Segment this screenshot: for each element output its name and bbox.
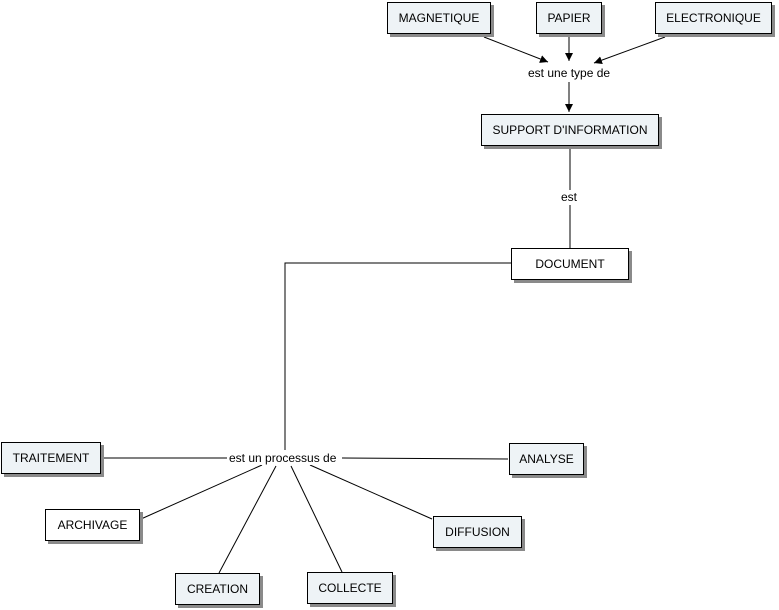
concept-papier[interactable]: PAPIER: [536, 2, 602, 34]
concept-archivage[interactable]: ARCHIVAGE: [45, 509, 140, 541]
concept-analyse[interactable]: ANALYSE: [509, 443, 584, 475]
link-magnetique-to-phrase: [483, 36, 549, 63]
concept-document[interactable]: DOCUMENT: [511, 248, 629, 280]
link-electronique-to-phrase: [593, 36, 666, 65]
concept-collecte[interactable]: COLLECTE: [307, 572, 393, 604]
concept-creation[interactable]: CREATION: [175, 573, 260, 605]
linking-phrase-est-une-type-de[interactable]: est une type de: [526, 66, 613, 80]
linking-phrase-est-un-processus-de[interactable]: est un processus de: [227, 451, 339, 465]
linking-phrase-est[interactable]: est: [559, 190, 580, 204]
link-processus-to-collecte: [290, 465, 343, 573]
concept-diffusion[interactable]: DIFFUSION: [433, 516, 522, 548]
concept-support-information[interactable]: SUPPORT D'INFORMATION: [481, 114, 659, 146]
link-document-to-processus: [284, 262, 511, 450]
concept-traitement[interactable]: TRAITEMENT: [1, 442, 101, 474]
concept-electronique[interactable]: ELECTRONIQUE: [655, 2, 772, 34]
link-processus-to-creation: [218, 465, 277, 574]
link-processus-to-diffusion: [309, 464, 433, 520]
concept-magnetique[interactable]: MAGNETIQUE: [387, 2, 491, 34]
link-processus-to-analyse: [341, 457, 509, 460]
link-processus-to-archivage: [140, 464, 263, 520]
